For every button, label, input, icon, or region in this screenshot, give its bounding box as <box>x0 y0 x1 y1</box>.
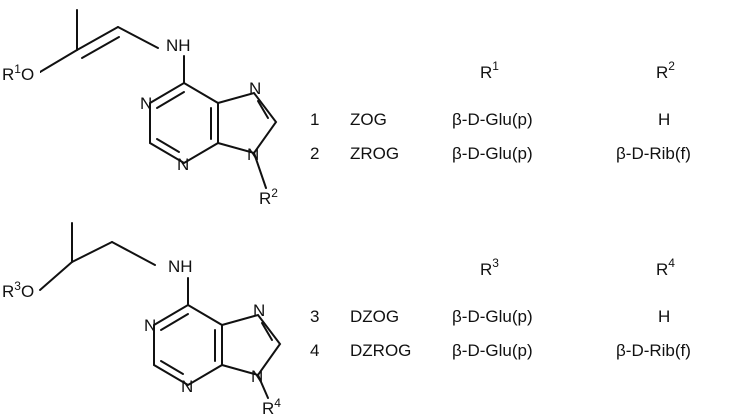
table-bottom: R3 R4 3 DZOG β-D-Glu(p) H 4 DZROG β-D-Gl… <box>310 256 691 360</box>
n9-label: N <box>247 145 259 164</box>
row-code: DZROG <box>350 341 411 360</box>
row-r2: H <box>658 307 670 326</box>
structure-bottom-drawing <box>39 222 282 399</box>
header-r1: R1 <box>480 59 499 82</box>
n9-bond <box>257 374 269 399</box>
amine-label: NH <box>166 36 191 55</box>
row-r2: β-D-Rib(f) <box>616 341 691 360</box>
r2-substituent-label: R2 <box>259 186 278 208</box>
row-r1: β-D-Glu(p) <box>452 144 533 163</box>
label-bg <box>0 64 40 84</box>
imidazole-double-bond <box>257 100 269 119</box>
imidazole-ring <box>217 91 278 155</box>
n7-label: N <box>253 301 265 320</box>
header-r4: R4 <box>656 256 675 279</box>
row-r1: β-D-Glu(p) <box>452 341 533 360</box>
r4-substituent-label: R4 <box>262 396 281 416</box>
row-code: ZOG <box>350 110 387 129</box>
alkene-bond-second <box>81 36 120 59</box>
ring-double-bond <box>160 313 189 331</box>
row-r2: H <box>658 110 670 129</box>
row-number: 2 <box>310 144 319 163</box>
chain-bond <box>39 261 73 291</box>
r3-substituent-label: R3O <box>2 279 34 301</box>
row-r1: β-D-Glu(p) <box>452 110 533 129</box>
chain-bond <box>117 26 159 49</box>
n3-label: N <box>181 377 193 396</box>
row-number: 4 <box>310 341 319 360</box>
r1-substituent-label: R1O <box>2 62 34 84</box>
n9-bond <box>253 152 267 189</box>
alkene-bond <box>76 26 119 51</box>
structure-top-drawing <box>39 9 278 189</box>
pyrimidine-ring <box>153 303 223 387</box>
row-code: DZOG <box>350 307 399 326</box>
n3-label: N <box>177 155 189 174</box>
n7-label: N <box>249 79 261 98</box>
row-r1: β-D-Glu(p) <box>452 307 533 326</box>
ring-double-bond <box>156 91 185 109</box>
imidazole-double-bond <box>261 322 273 341</box>
row-r2: β-D-Rib(f) <box>616 144 691 163</box>
pyrimidine-ring <box>149 81 219 165</box>
header-r3: R3 <box>480 256 499 279</box>
ring-double-bond <box>160 360 184 375</box>
n1-label: N <box>140 94 152 113</box>
n1-label: N <box>144 316 156 335</box>
chain-bond <box>111 241 156 266</box>
chain-bond <box>71 241 113 263</box>
table-top: R1 R2 1 ZOG β-D-Glu(p) H 2 ZROG β-D-Glu(… <box>310 59 691 163</box>
amine-label: NH <box>168 257 193 276</box>
row-number: 1 <box>310 110 319 129</box>
row-number: 3 <box>310 307 319 326</box>
chain-bond <box>39 49 78 73</box>
imidazole-ring <box>221 313 282 377</box>
row-code: ZROG <box>350 144 399 163</box>
ring-double-bond <box>156 138 180 153</box>
header-r2: R2 <box>656 59 675 82</box>
n9-label: N <box>251 367 263 386</box>
